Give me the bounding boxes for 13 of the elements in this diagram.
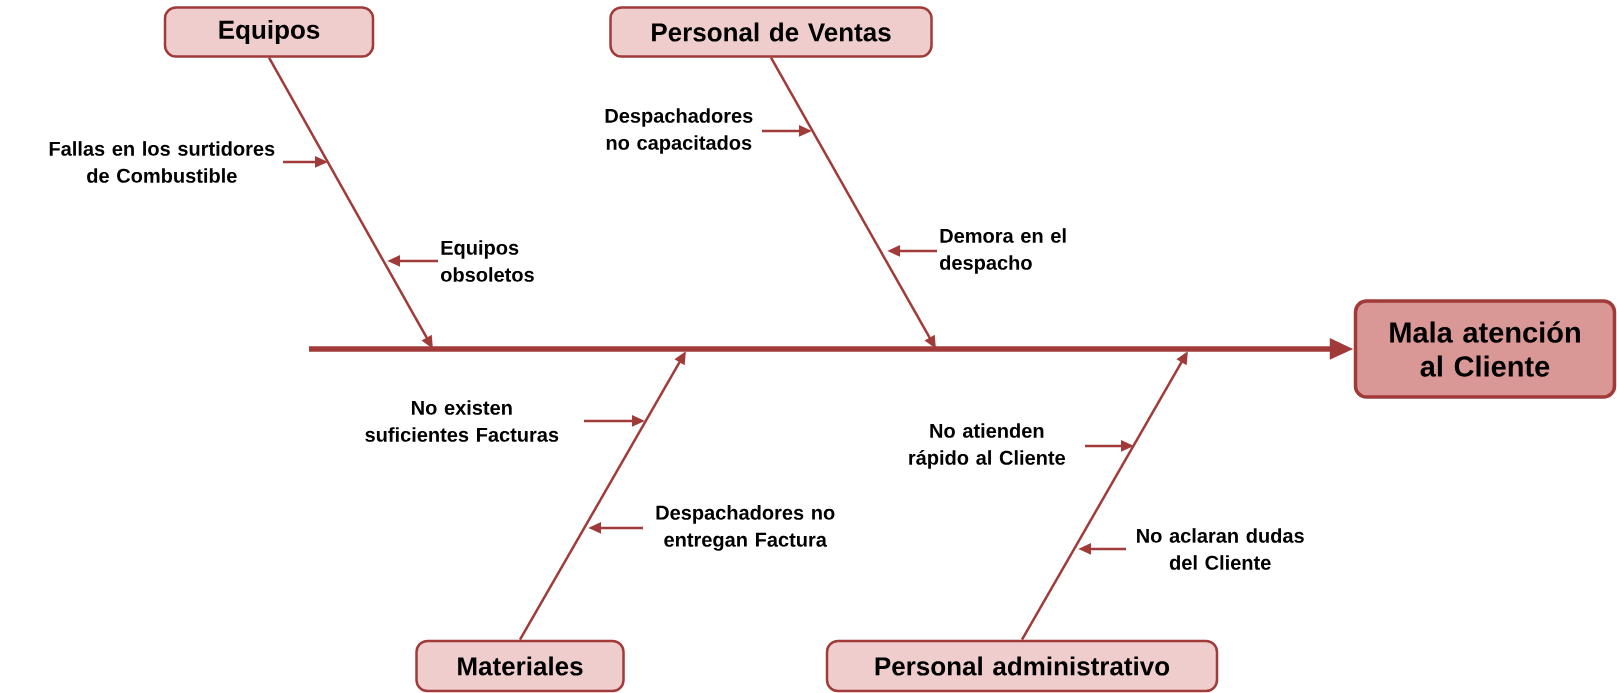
cause-label: No atienden rápido al Cliente — [909, 423, 1066, 469]
cause-label: No existen suficientes Facturas — [365, 400, 559, 442]
cause-label: No aclaran dudas del Cliente — [1137, 528, 1304, 570]
cause-label: Equipos obsoletos — [441, 240, 534, 282]
effect-box: Mala atención al Cliente — [1353, 299, 1617, 399]
cause-category-box: Personal administrativo — [825, 639, 1219, 693]
cause-category-box: Materiales — [415, 639, 625, 693]
cause-label: Despachadores no entregan Factura — [656, 505, 835, 551]
cause-label: Fallas en los surtidores de Combustible — [49, 141, 275, 183]
cause-label: Despachadores no capacitados — [605, 108, 753, 154]
cause-label: Demora en el despacho — [940, 228, 1066, 274]
cause-category-box: Equipos — [163, 6, 375, 58]
cause-category-box: Personal de Ventas — [609, 6, 933, 58]
